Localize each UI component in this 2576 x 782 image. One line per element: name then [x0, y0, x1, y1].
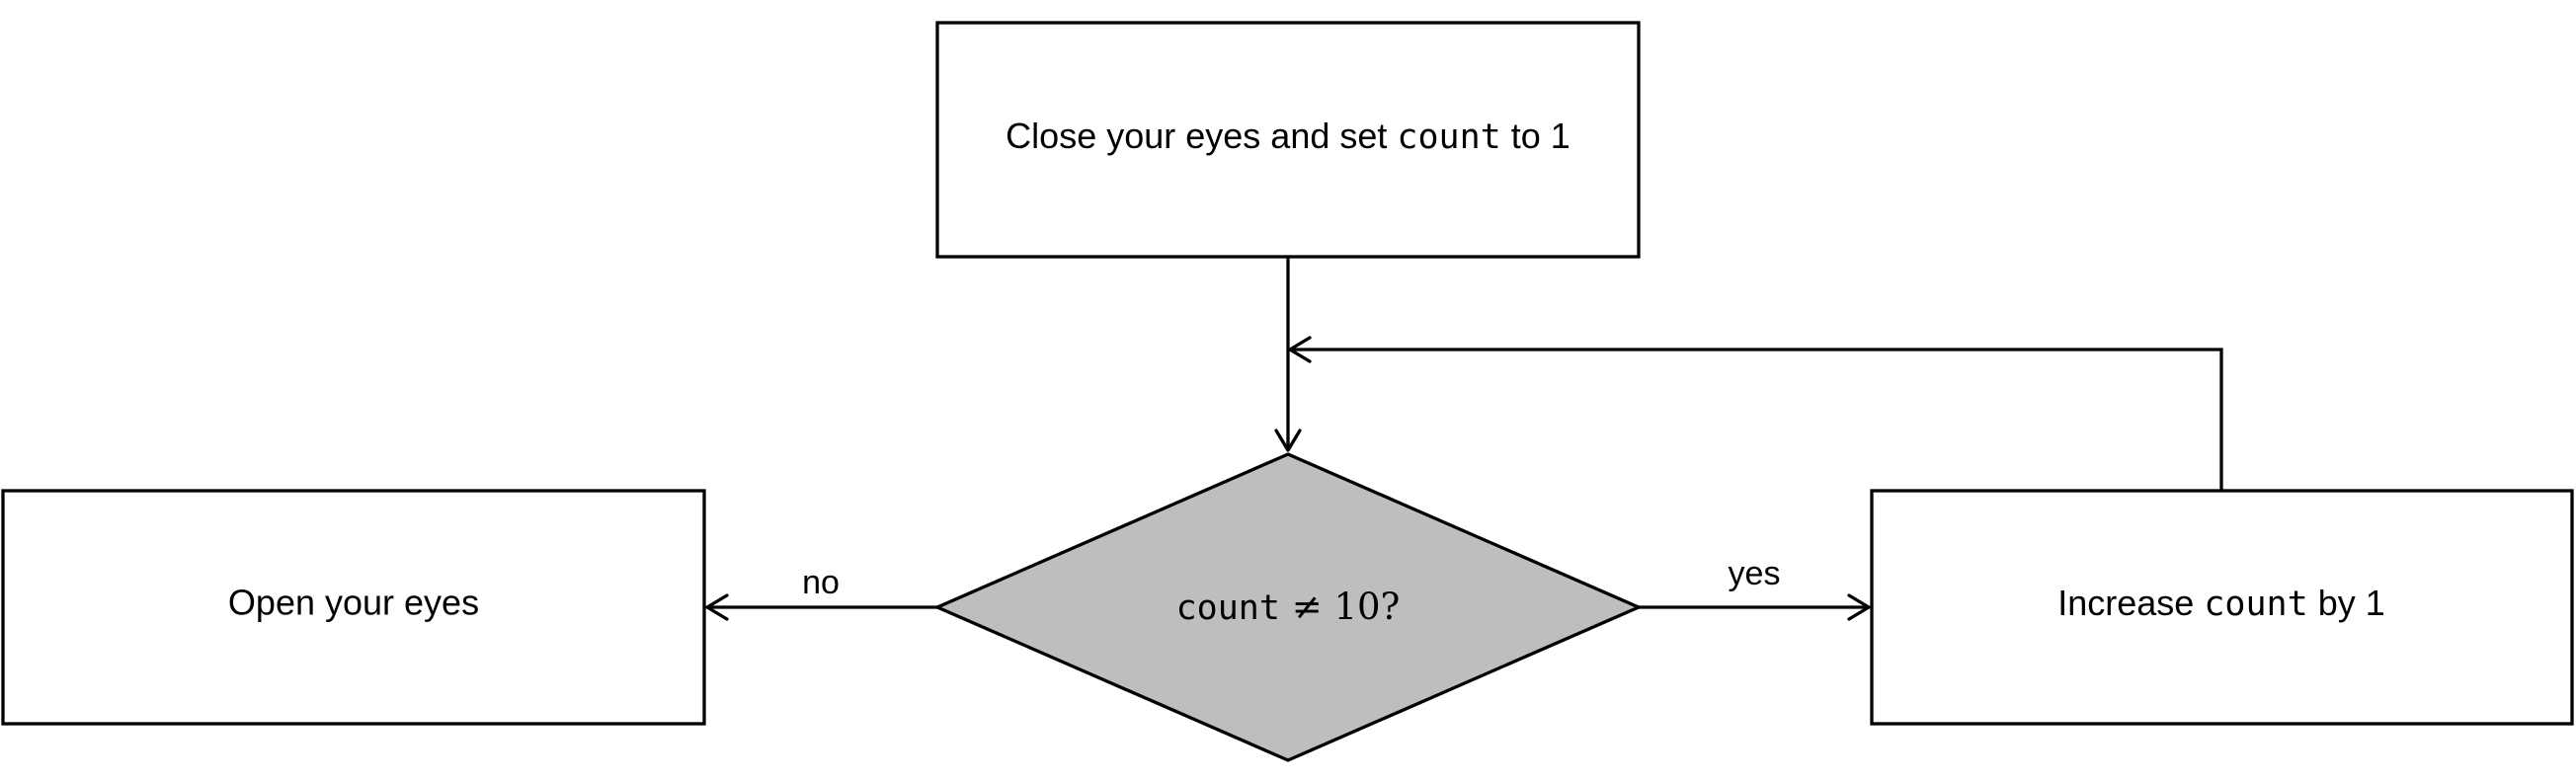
start-box [935, 21, 1641, 259]
edge-yes-label: yes [1729, 555, 1781, 592]
increase-label-text-before: Increase [2057, 583, 2204, 623]
decision-node: count ≠ 10? [932, 452, 1644, 762]
open-eyes-node: Open your eyes [1, 489, 706, 726]
open-eyes-label: Open your eyes [228, 583, 479, 623]
edge-no: no [705, 564, 937, 621]
edge-yes: yes [1639, 555, 1871, 621]
increase-label-code: count [2204, 585, 2307, 624]
increase-label: Increase count by 1 [2057, 583, 2384, 624]
open-eyes-box [1, 489, 706, 726]
edge-start-to-decision [1274, 257, 1302, 452]
decision-label: count ≠ 10? [1176, 586, 1401, 629]
edge-yes-arrowhead [1847, 593, 1871, 621]
edge-no-arrowhead [705, 593, 729, 621]
edge-loop-back [1288, 336, 2223, 491]
decision-diamond [932, 452, 1644, 762]
decision-label-code: count [1176, 588, 1280, 628]
start-label-code: count [1397, 117, 1500, 157]
edge-start-to-decision-arrowhead [1274, 429, 1302, 452]
edge-loop-back-arrowhead [1288, 336, 1312, 363]
edge-loop-back-line [1292, 348, 2223, 491]
increase-box [1870, 489, 2574, 726]
increase-label-text-after: by 1 [2308, 583, 2385, 623]
increase-node: Increase count by 1 [1870, 489, 2574, 726]
start-node: Close your eyes and set count to 1 [935, 21, 1641, 259]
start-label-text-after: to 1 [1501, 116, 1570, 156]
decision-label-math: ≠ 10? [1280, 586, 1400, 628]
start-label: Close your eyes and set count to 1 [1006, 116, 1570, 157]
edge-no-label: no [802, 564, 840, 601]
start-label-text-before: Close your eyes and set [1006, 116, 1397, 156]
